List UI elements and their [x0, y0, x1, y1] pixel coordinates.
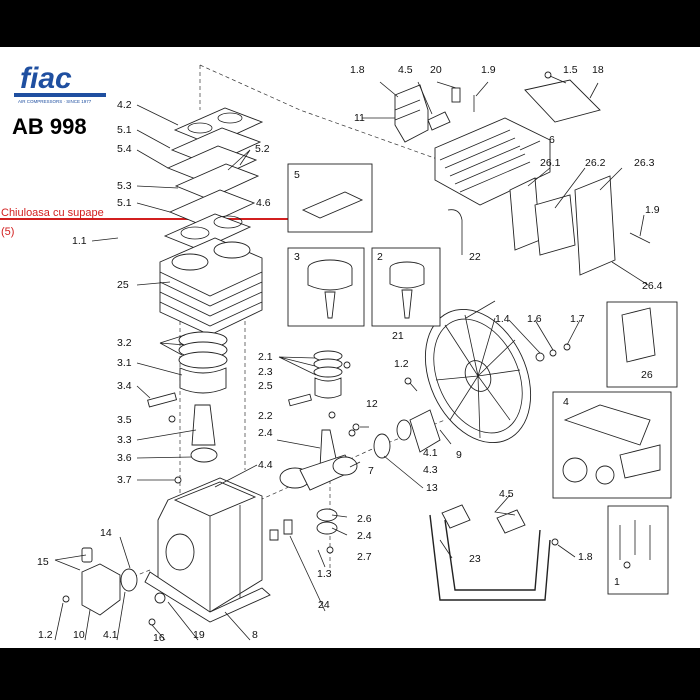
callout: 20 [430, 64, 442, 76]
callout: 3.4 [117, 380, 132, 392]
callout: 1.8 [350, 64, 365, 76]
protective-frame [429, 504, 559, 601]
annotation-sub: (5) [1, 226, 14, 238]
callout: 1.4 [495, 313, 510, 325]
callout: 5 [294, 169, 300, 181]
callout: 2 [377, 251, 383, 263]
cylinder-block [159, 237, 263, 336]
kit-box-4 [552, 391, 672, 499]
callout: 6 [549, 134, 555, 146]
model-title: AB 998 [12, 114, 87, 139]
brand-name: fiac [20, 62, 72, 95]
callout: 3.5 [117, 414, 132, 426]
callout: 1.8 [578, 551, 593, 563]
crankcase [144, 477, 271, 623]
filter-parts [447, 175, 651, 276]
callout: 3.7 [117, 474, 132, 486]
kit-box-26 [606, 301, 678, 388]
crankshaft [279, 423, 360, 554]
callout: 1.7 [570, 313, 585, 325]
kit-box-5 [287, 163, 373, 233]
callout: 26.1 [540, 157, 561, 169]
callout: 2.4 [357, 530, 372, 542]
callout: 14 [100, 527, 112, 539]
kit-box-1 [607, 505, 669, 595]
callout: 7 [368, 465, 374, 477]
callout: 4.3 [423, 464, 438, 476]
callout: 5.2 [255, 143, 270, 155]
callout: 5.4 [117, 143, 132, 155]
callout: 25 [117, 279, 129, 291]
callout: 24 [318, 599, 330, 611]
callout-labels: 1.8 4.5 20 1.9 1.5 18 11 6 26.1 26.2 26.… [37, 64, 663, 644]
callout: 3 [294, 251, 300, 263]
kit-box-2 [371, 247, 441, 327]
callout: 2.2 [258, 410, 273, 422]
callout: 4 [563, 396, 569, 408]
callout: 1 [614, 576, 620, 588]
callout: 11 [354, 112, 365, 124]
callout: 8 [252, 629, 258, 641]
callout: 2.6 [357, 513, 372, 525]
brand-tagline: AIR COMPRESSORS · SINCE 1977 [18, 99, 92, 104]
callout: 4.5 [499, 488, 514, 500]
callout: 1.1 [72, 235, 87, 247]
callout: 3.3 [117, 434, 132, 446]
callout: 4.6 [256, 197, 271, 209]
callout: 26.2 [585, 157, 606, 169]
callout: 1.6 [527, 313, 542, 325]
kit-box-3 [287, 247, 365, 327]
callout: 1.2 [394, 358, 409, 370]
callout: 26 [641, 369, 653, 381]
parts-diagram: fiac AIR COMPRESSORS · SINCE 1977 AB 998… [0, 47, 700, 648]
callout: 21 [392, 330, 404, 342]
callout: 1.5 [563, 64, 578, 76]
callout: 9 [456, 449, 462, 461]
callout: 4.5 [398, 64, 413, 76]
callout: 2.4 [258, 427, 273, 439]
callout: 1.9 [645, 204, 660, 216]
callout: 2.3 [258, 366, 273, 378]
callout: 22 [469, 251, 481, 263]
callout: 4.4 [258, 459, 273, 471]
callout: 16 [153, 632, 165, 644]
callout: 5.3 [117, 180, 132, 192]
callout: 4.2 [117, 99, 132, 111]
callout: 3.6 [117, 452, 132, 464]
callout: 1.3 [317, 568, 332, 580]
callout: 3.1 [117, 357, 132, 369]
callout: 1.9 [481, 64, 496, 76]
callout: 5.1 [117, 197, 132, 209]
callout: 26.4 [642, 280, 663, 292]
callout: 10 [73, 629, 85, 641]
callout: 12 [366, 398, 378, 410]
callout: 13 [426, 482, 438, 494]
callout: 15 [37, 556, 49, 568]
callout: 18 [592, 64, 604, 76]
callout: 19 [193, 629, 205, 641]
fiac-logo: fiac AIR COMPRESSORS · SINCE 1977 [14, 62, 106, 104]
callout: 3.2 [117, 337, 132, 349]
callout: 4.1 [423, 447, 438, 459]
callout: 26.3 [634, 157, 655, 169]
valve-plate-stack [163, 107, 264, 251]
leader-lines [54, 75, 649, 641]
annotation-title: Chiuloasa cu supape [1, 207, 104, 219]
callout: 2.1 [258, 351, 273, 363]
callout: 4.1 [103, 629, 118, 641]
callout: 23 [469, 553, 481, 565]
exploded-view: fiac AIR COMPRESSORS · SINCE 1977 AB 998… [0, 62, 678, 644]
cylinder-head [394, 71, 601, 206]
callout: 2.5 [258, 380, 273, 392]
piston-small [288, 350, 351, 419]
callout: 2.7 [357, 551, 372, 563]
callout: 1.2 [38, 629, 53, 641]
callout: 5.1 [117, 124, 132, 136]
flywheel [348, 308, 571, 459]
piston-large [147, 331, 228, 484]
